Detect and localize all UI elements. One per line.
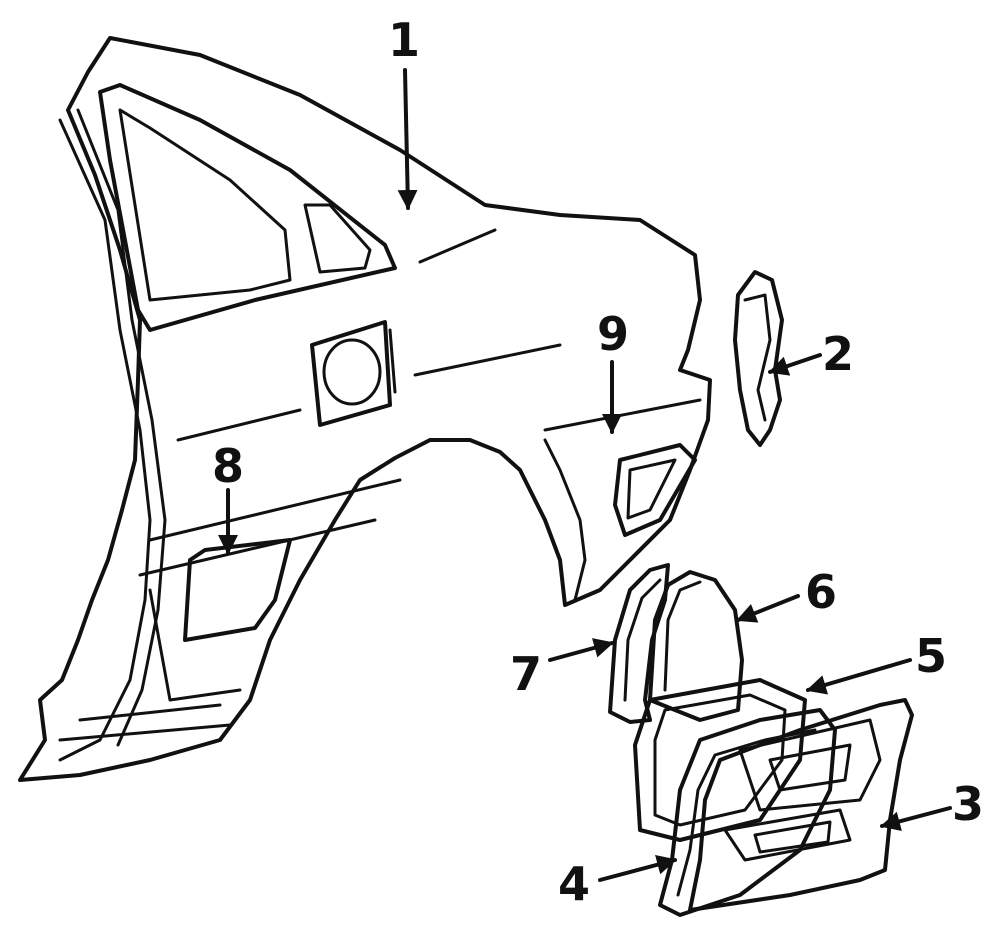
leader-2	[768, 353, 822, 376]
leader-3	[880, 806, 952, 832]
leader-6	[736, 594, 800, 623]
trim-panel-part	[688, 698, 914, 912]
callout-1: 1	[388, 13, 420, 67]
callout-labels: 1 2 3 4 5 6 7 8 9	[212, 13, 984, 911]
leader-lines	[218, 68, 952, 882]
callout-7: 7	[510, 647, 542, 701]
callout-3: 3	[952, 777, 984, 831]
callout-9: 9	[597, 307, 629, 361]
leader-7	[548, 638, 614, 662]
callout-4: 4	[558, 857, 590, 911]
bracket-part	[733, 270, 784, 447]
wheelhouse-liner-part	[648, 570, 744, 722]
quarter-panel	[18, 36, 712, 782]
leader-4	[598, 854, 677, 882]
inner-panel-part	[658, 708, 837, 917]
callout-8: 8	[212, 439, 244, 493]
callout-5: 5	[915, 629, 947, 683]
callout-2: 2	[822, 327, 854, 381]
leader-1	[397, 68, 418, 210]
callout-6: 6	[805, 565, 837, 619]
frame-part	[633, 678, 807, 842]
leader-5	[806, 658, 912, 695]
